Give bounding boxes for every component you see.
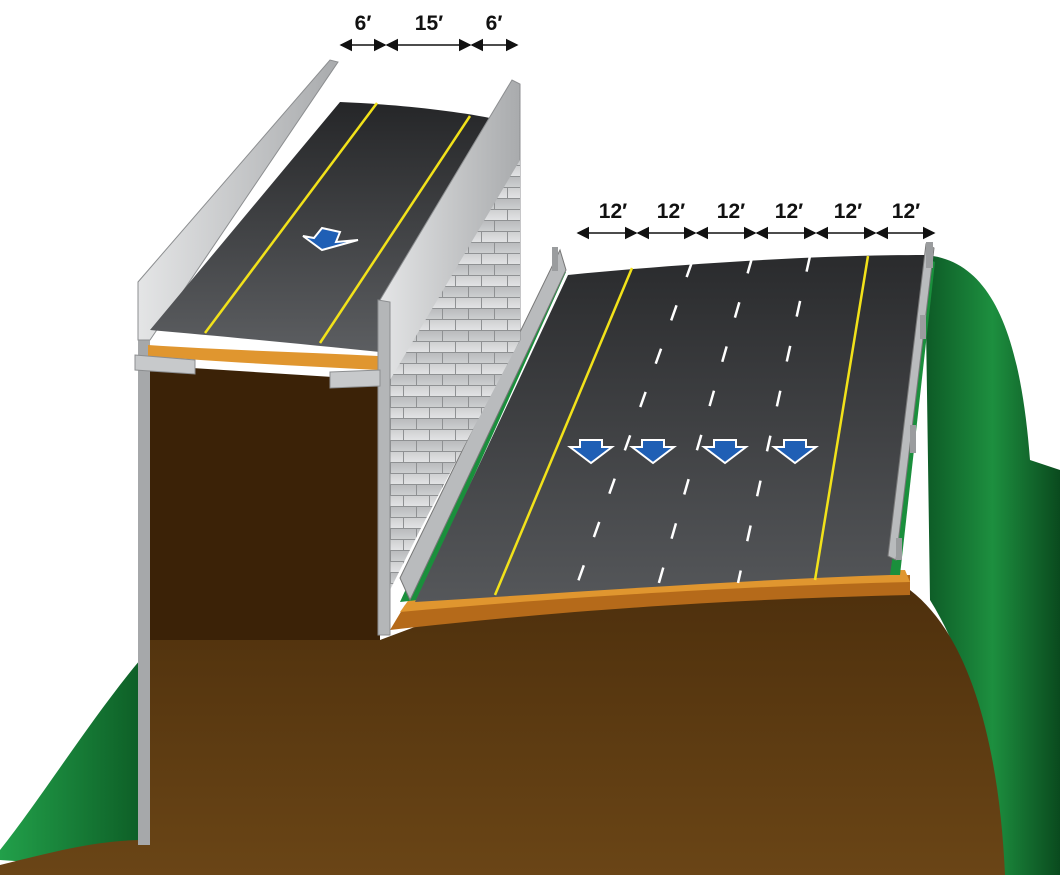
dim-label-upper-right-shoulder: 6′ [486, 12, 503, 35]
upper-base-course [148, 345, 378, 370]
lower-dimensions: 12′ 12′ 12′ 12′ 12′ 12′ [576, 200, 936, 240]
lower-lane-line-3 [736, 255, 812, 584]
down-arrow-icon [629, 439, 677, 465]
lower-yellow-line-left [493, 267, 634, 596]
dim-label-upper-lanes: 15′ [415, 12, 443, 35]
upper-roadway [134, 59, 521, 845]
upper-earth-block [145, 365, 380, 640]
lower-base-top [400, 570, 910, 612]
upper-yellow-line-right [318, 115, 472, 344]
right-grass-hill [925, 255, 1060, 875]
lower-left-guardrail [399, 248, 567, 602]
dim-label-upper-left-shoulder: 6′ [355, 12, 372, 35]
lower-base-course [390, 575, 910, 630]
down-arrow-icon [567, 439, 615, 465]
dim-label-lower-6: 12′ [892, 200, 920, 223]
dim-label-lower-3: 12′ [717, 200, 745, 223]
dim-label-lower-1: 12′ [599, 200, 627, 223]
lower-yellow-line-right [813, 255, 870, 581]
lower-direction-arrows [567, 439, 819, 465]
dim-label-lower-5: 12′ [834, 200, 862, 223]
upper-yellow-line-left [203, 102, 379, 334]
lower-right-rail-post-3 [910, 425, 916, 453]
left-grass-slope [0, 660, 150, 870]
down-arrow-icon [701, 439, 749, 465]
lower-lane-line-2 [656, 257, 754, 587]
lower-right-rail-post-2 [920, 315, 926, 339]
upper-left-barrier [137, 59, 339, 341]
lower-roadway [390, 242, 935, 630]
upper-right-wall-front [377, 299, 391, 636]
down-arrow-icon [771, 439, 819, 465]
lower-lane-line-1 [573, 261, 694, 591]
upper-dimensions: 6′ 15′ 6′ [339, 12, 519, 52]
retaining-wall-brick-face [390, 160, 520, 590]
lower-left-rail-post [552, 247, 558, 271]
upper-left-footing [134, 354, 196, 375]
lower-pavement [415, 255, 925, 602]
terrain [0, 255, 1060, 875]
lower-right-rail-post-4 [896, 538, 902, 560]
dim-label-lower-4: 12′ [775, 200, 803, 223]
down-arrow-icon [302, 226, 359, 252]
upper-right-footing [329, 369, 381, 389]
dim-label-lower-2: 12′ [657, 200, 685, 223]
upper-left-wall-face [138, 282, 150, 845]
lower-right-rail-post-1 [926, 242, 933, 268]
